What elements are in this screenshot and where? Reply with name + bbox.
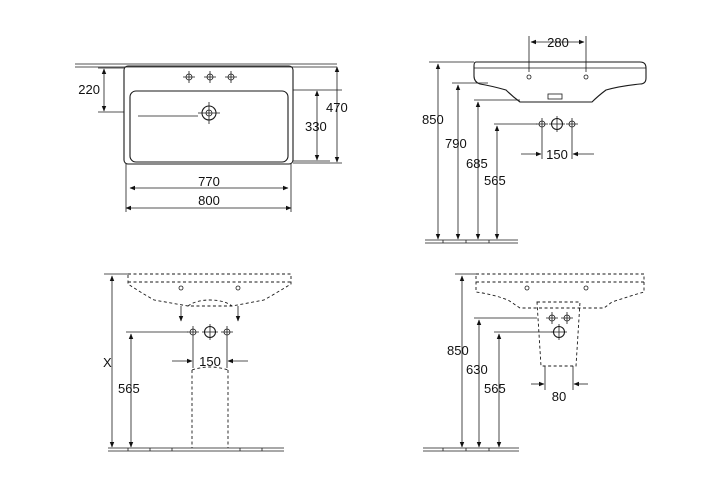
basin-side-profile <box>473 61 647 103</box>
dim-630-label: 630 <box>466 362 488 377</box>
pedestal-dashed <box>191 370 229 448</box>
dim-470-label: 470 <box>326 100 348 115</box>
drain-holes <box>536 116 578 132</box>
dim-280-label: 280 <box>547 35 569 50</box>
dim-150-label: 150 <box>199 354 221 369</box>
pedestal-holes <box>187 324 233 340</box>
basin-outline <box>123 65 294 165</box>
dim-x-label: X <box>103 355 112 370</box>
dim-850-label: 850 <box>447 343 469 358</box>
dim-330-label: 330 <box>305 119 327 134</box>
basin-front-dashed <box>127 273 292 307</box>
side-view: 280 850 790 685 565 150 <box>422 35 647 244</box>
dim-770-label: 770 <box>198 174 220 189</box>
bowl-outline <box>129 90 289 163</box>
semi-pedestal-holes <box>546 312 573 340</box>
dim-800-label: 800 <box>198 193 220 208</box>
dim-850-label: 850 <box>422 112 444 127</box>
dim-220-label: 220 <box>78 82 100 97</box>
tap-holes <box>183 71 237 83</box>
dim-150-label: 150 <box>546 147 568 162</box>
semi-pedestal-dashed <box>536 301 581 367</box>
floor-line <box>108 447 284 452</box>
dim-565-label: 565 <box>484 173 506 188</box>
basin-side-dashed <box>475 273 645 309</box>
top-view: 220 330 470 770 800 <box>75 63 348 212</box>
dim-685-label: 685 <box>466 156 488 171</box>
floor-line <box>425 239 518 244</box>
floor-line <box>423 447 519 452</box>
dim-565-label: 565 <box>118 381 140 396</box>
dim-80-label: 80 <box>552 389 566 404</box>
dim-790-label: 790 <box>445 136 467 151</box>
front-pedestal-view: X 565 150 <box>103 273 292 452</box>
dim-565-label: 565 <box>484 381 506 396</box>
side-semi-pedestal-view: 850 630 565 80 <box>423 273 645 452</box>
